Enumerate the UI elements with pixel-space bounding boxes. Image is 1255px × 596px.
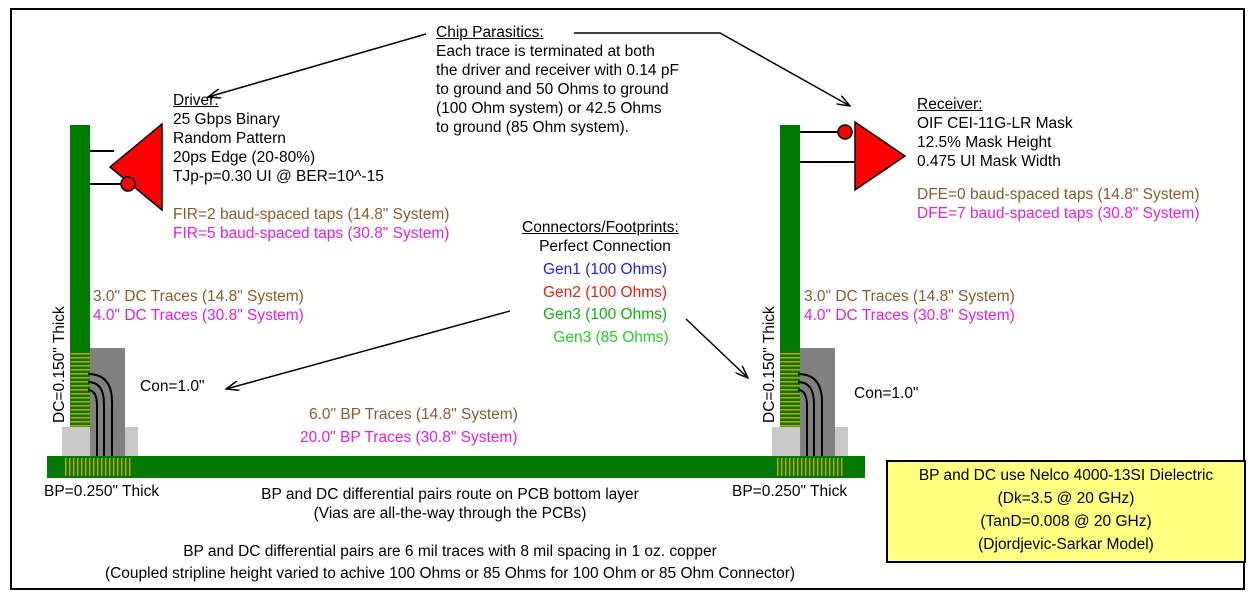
receiver-title: Receiver: bbox=[917, 96, 983, 113]
right-connector-pins bbox=[797, 373, 823, 456]
dc-traces-left-14: 3.0" DC Traces (14.8" System) bbox=[93, 288, 304, 305]
backplane-pcb bbox=[47, 456, 865, 478]
left-connector-pins bbox=[87, 373, 113, 456]
bp-thickness-right: BP=0.250" Thick bbox=[732, 483, 848, 500]
material-line-1: BP and DC use Nelco 4000-13SI Dielectric bbox=[918, 467, 1214, 484]
material-note-box: BP and DC use Nelco 4000-13SI Dielectric… bbox=[886, 460, 1246, 563]
driver-fir-14: FIR=2 baud-spaced taps (14.8" System) bbox=[173, 206, 450, 223]
connector-perfect: Perfect Connection bbox=[539, 238, 671, 255]
routing-note-1: BP and DC differential pairs route on PC… bbox=[261, 486, 639, 503]
arrow-connectors-to-right bbox=[685, 318, 748, 378]
arrow-connectors-to-left bbox=[226, 310, 511, 389]
driver-line-1: 25 Gbps Binary bbox=[173, 111, 280, 128]
chip-parasitics-line-2: the driver and receiver with 0.14 pF bbox=[436, 62, 679, 79]
receiver-line-2: 12.5% Mask Height bbox=[917, 134, 1052, 151]
bp-traces-14: 6.0" BP Traces (14.8" System) bbox=[309, 406, 518, 423]
receiver-line-1: OIF CEI-11G-LR Mask bbox=[917, 115, 1073, 132]
material-line-3: (TanD=0.008 @ 20 GHz) bbox=[980, 513, 1152, 530]
backplane-via-field-right bbox=[777, 458, 845, 476]
connector-gen2: Gen2 (100 Ohms) bbox=[542, 284, 668, 301]
trace-note-2: (Coupled stripline height varied to achi… bbox=[104, 565, 796, 582]
connector-gen3-100: Gen3 (100 Ohms) bbox=[542, 306, 668, 323]
receiver-buffer-icon bbox=[854, 120, 907, 192]
chip-parasitics-line-4: (100 Ohm system) or 42.5 Ohms bbox=[436, 100, 662, 117]
right-connector bbox=[800, 348, 835, 456]
dc-thickness-left: DC=0.150" Thick bbox=[51, 306, 68, 423]
receiver-dfe-30: DFE=7 baud-spaced taps (30.8" System) bbox=[917, 205, 1200, 222]
con-length-left: Con=1.0" bbox=[140, 378, 205, 395]
driver-line-4: TJp-p=0.30 UI @ BER=10^-15 bbox=[173, 168, 384, 185]
routing-note-2: (Vias are all-the-way through the PCBs) bbox=[313, 505, 587, 522]
bp-thickness-left: BP=0.250" Thick bbox=[44, 483, 160, 500]
connector-gen3-85: Gen3 (85 Ohms) bbox=[553, 329, 669, 346]
material-line-2: (Dk=3.5 @ 20 GHz) bbox=[997, 490, 1135, 507]
driver-fir-30: FIR=5 baud-spaced taps (30.8" System) bbox=[173, 225, 450, 242]
arrow-chip-to-driver bbox=[208, 33, 427, 97]
connector-gen1: Gen1 (100 Ohms) bbox=[542, 261, 668, 278]
arrow-chip-to-receiver bbox=[574, 32, 850, 106]
driver-inverting-bubble bbox=[120, 176, 136, 192]
driver-title: Driver: bbox=[173, 92, 219, 109]
driver-line-3: 20ps Edge (20-80%) bbox=[173, 149, 316, 166]
con-length-right: Con=1.0" bbox=[854, 385, 919, 402]
chip-parasitics-line-3: to ground and 50 Ohms to ground bbox=[436, 81, 669, 98]
driver-line-2: Random Pattern bbox=[173, 130, 286, 147]
material-line-4: (Djordjevic-Sarkar Model) bbox=[978, 536, 1154, 553]
receiver-dfe-14: DFE=0 baud-spaced taps (14.8" System) bbox=[917, 186, 1200, 203]
chip-parasitics-title: Chip Parasitics: bbox=[436, 24, 544, 41]
backplane-via-field-left bbox=[65, 458, 133, 476]
dc-traces-right-14: 3.0" DC Traces (14.8" System) bbox=[804, 288, 1015, 305]
chip-parasitics-line-5: to ground (85 Ohm system). bbox=[436, 119, 629, 136]
trace-note-1: BP and DC differential pairs are 6 mil t… bbox=[183, 543, 717, 560]
dc-thickness-right: DC=0.150" Thick bbox=[761, 306, 778, 423]
receiver-inverting-bubble bbox=[837, 124, 853, 140]
connectors-title: Connectors/Footprints: bbox=[522, 219, 679, 236]
left-connector bbox=[90, 348, 125, 456]
driver-buffer-icon bbox=[108, 122, 163, 212]
bp-traces-30: 20.0" BP Traces (30.8" System) bbox=[300, 429, 518, 446]
dc-traces-right-30: 4.0" DC Traces (30.8" System) bbox=[804, 307, 1015, 324]
dc-traces-left-30: 4.0" DC Traces (30.8" System) bbox=[93, 307, 304, 324]
chip-parasitics-line-1: Each trace is terminated at both bbox=[436, 43, 655, 60]
receiver-line-3: 0.475 UI Mask Width bbox=[917, 153, 1061, 170]
